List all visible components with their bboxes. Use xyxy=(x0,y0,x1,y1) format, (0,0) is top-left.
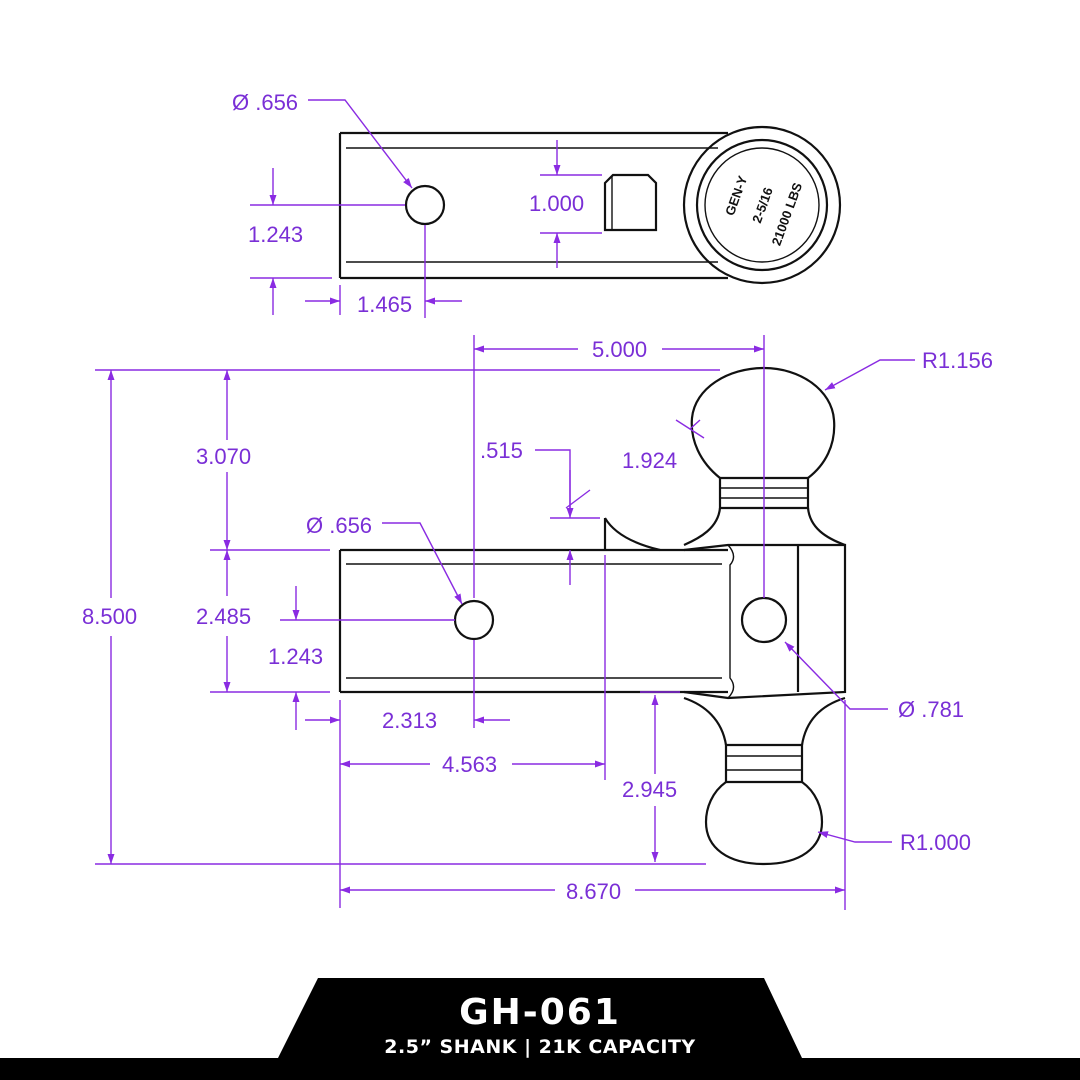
dim-shank-height: 2.485 xyxy=(196,604,251,629)
top-ball-outer xyxy=(682,125,842,285)
dim-shank-hole-vert: 1.243 xyxy=(268,644,323,669)
dim-upper-height: 3.070 xyxy=(196,444,251,469)
dim-notch-offset: .515 xyxy=(480,438,523,463)
dim-overall-height: 8.500 xyxy=(82,604,137,629)
side-shank-hole xyxy=(453,599,495,641)
top-shank-hole xyxy=(404,184,446,226)
product-subtitle: 2.5” SHANK | 21K CAPACITY xyxy=(384,1036,696,1058)
ball-mount-hole xyxy=(740,596,788,644)
top-view: GEN-Y 2-5/16 21000 LBS xyxy=(338,125,842,285)
dim-ball-hole-dia: Ø .781 xyxy=(898,697,964,722)
model-number: GH-061 xyxy=(459,992,621,1033)
dim-upper-ball-dia: 1.924 xyxy=(622,448,677,473)
dim-lower-height: 2.945 xyxy=(622,777,677,802)
dim-top-hole-horiz: 1.465 xyxy=(357,292,412,317)
dim-shank-hole-dia: Ø .656 xyxy=(306,513,372,538)
upper-ball xyxy=(690,366,836,479)
dim-shank-hole-horiz: 2.313 xyxy=(382,708,437,733)
dim-upper-ball-radius: R1.156 xyxy=(922,348,993,373)
product-banner: GH-061 2.5” SHANK | 21K CAPACITY xyxy=(0,978,1080,1080)
dim-lower-ball-radius: R1.000 xyxy=(900,830,971,855)
dim-overall-length: 8.670 xyxy=(566,879,621,904)
svg-text:2-5/16: 2-5/16 xyxy=(749,185,776,225)
side-view xyxy=(338,366,847,866)
top-view-dimensions: Ø .656 1.243 1.465 1.000 xyxy=(232,90,602,318)
dim-top-pin-height: 1.000 xyxy=(529,191,584,216)
dim-top-hole-vert: 1.243 xyxy=(248,222,303,247)
lower-ball xyxy=(704,781,824,866)
dim-ball-spacing: 5.000 xyxy=(592,337,647,362)
svg-text:GEN-Y: GEN-Y xyxy=(722,173,750,217)
dim-top-hole-dia: Ø .656 xyxy=(232,90,298,115)
ball-stamp: GEN-Y 2-5/16 21000 LBS xyxy=(722,173,805,247)
side-view-dimensions: 5.000 R1.156 1.924 8.500 3.070 .515 Ø .6… xyxy=(82,335,993,910)
dim-shank-length: 4.563 xyxy=(442,752,497,777)
